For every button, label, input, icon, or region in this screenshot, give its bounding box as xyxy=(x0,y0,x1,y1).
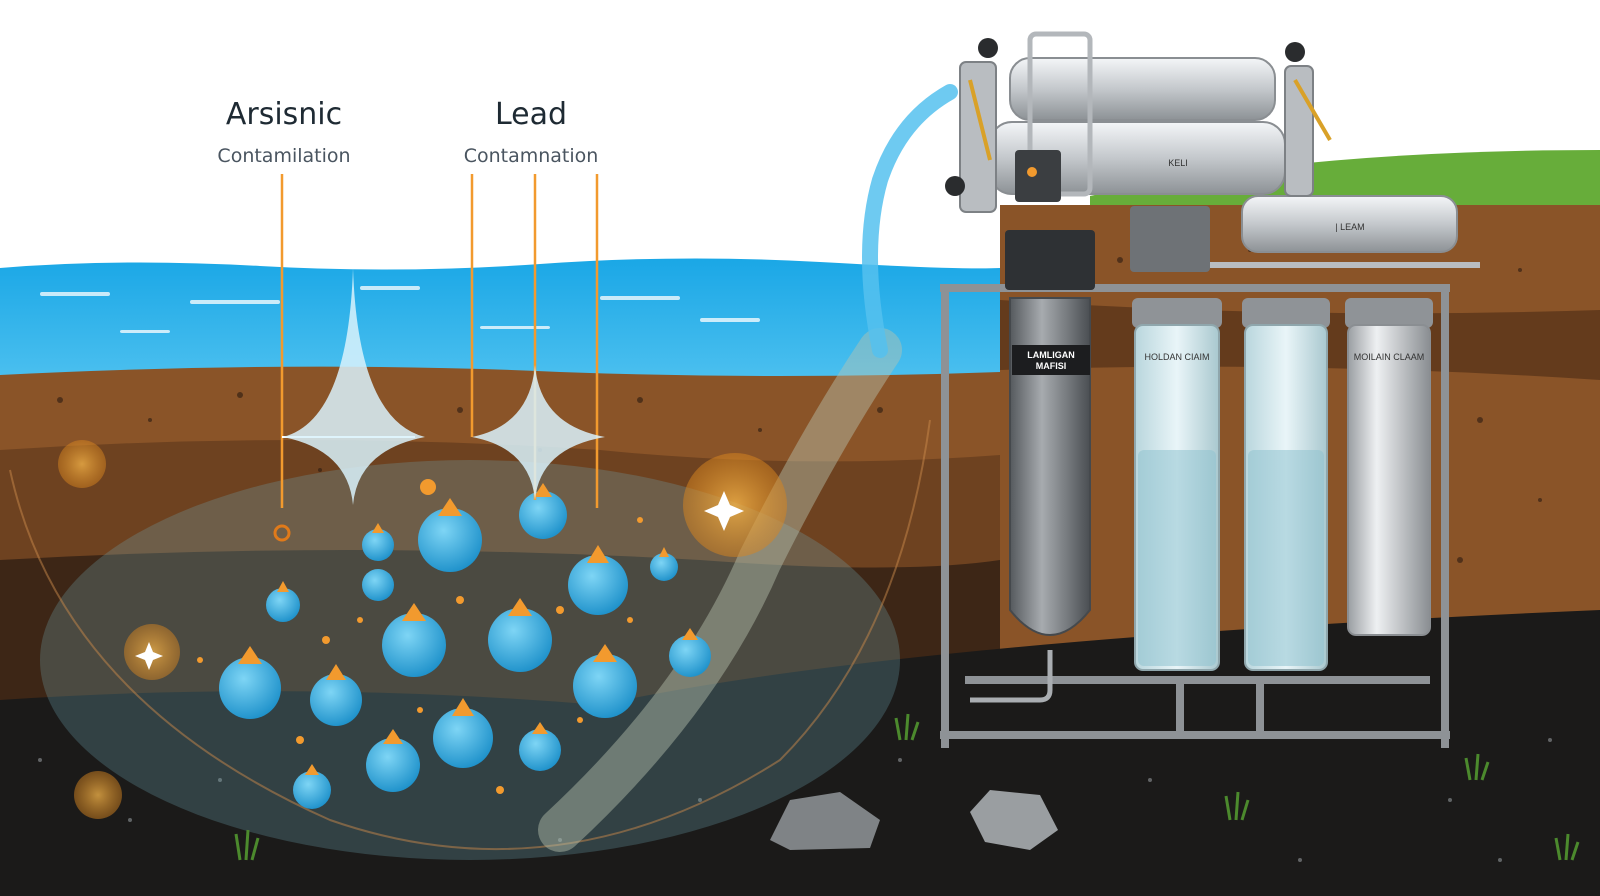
contaminated-aquifer xyxy=(40,460,900,860)
contaminated-droplets xyxy=(219,483,711,809)
aquifer-boundary xyxy=(9,419,931,851)
filter-cartridge-3 xyxy=(1242,298,1330,671)
cartridge-1-label: LAMLIGAN xyxy=(1027,350,1075,360)
right-tank-label: | LEAM xyxy=(1335,222,1364,232)
cartridge-2-label: HOLDAN CIAIM xyxy=(1144,352,1209,362)
grass-strip xyxy=(1090,150,1600,215)
pumped-water-stream xyxy=(862,84,958,358)
valves xyxy=(945,38,1480,272)
rocks xyxy=(770,790,1058,850)
contaminant-orbs xyxy=(58,440,787,819)
contaminant-particles xyxy=(197,479,643,794)
arsenic-title: Arsisnic xyxy=(226,97,342,132)
soil-speckles xyxy=(57,237,1542,563)
lead-callout xyxy=(470,174,605,508)
arsenic-callout xyxy=(273,174,425,542)
gravel-specks xyxy=(38,738,1552,862)
grass-tufts xyxy=(234,713,1580,861)
filter-cartridge-2: HOLDAN CIAIM xyxy=(1132,298,1222,671)
water-ripples xyxy=(40,286,760,333)
arsenic-subtitle: Contamilation xyxy=(217,145,350,167)
lead-subtitle: Contamnation xyxy=(464,145,599,167)
filtration-system: KELI | LEAM LAMLIGAN MAFISI xyxy=(940,31,1480,748)
cartridge-4-label: MOILAIN CLAAM xyxy=(1354,352,1425,362)
cartridge-1-sublabel: MAFISI xyxy=(1036,361,1067,371)
top-tank-label: KELI xyxy=(1168,158,1188,168)
sediment-cartridge: LAMLIGAN MAFISI xyxy=(970,230,1095,703)
filter-cartridge-4: MOILAIN CLAAM xyxy=(1345,298,1433,636)
groundwater-flow xyxy=(538,328,902,852)
lead-title: Lead xyxy=(495,97,567,132)
